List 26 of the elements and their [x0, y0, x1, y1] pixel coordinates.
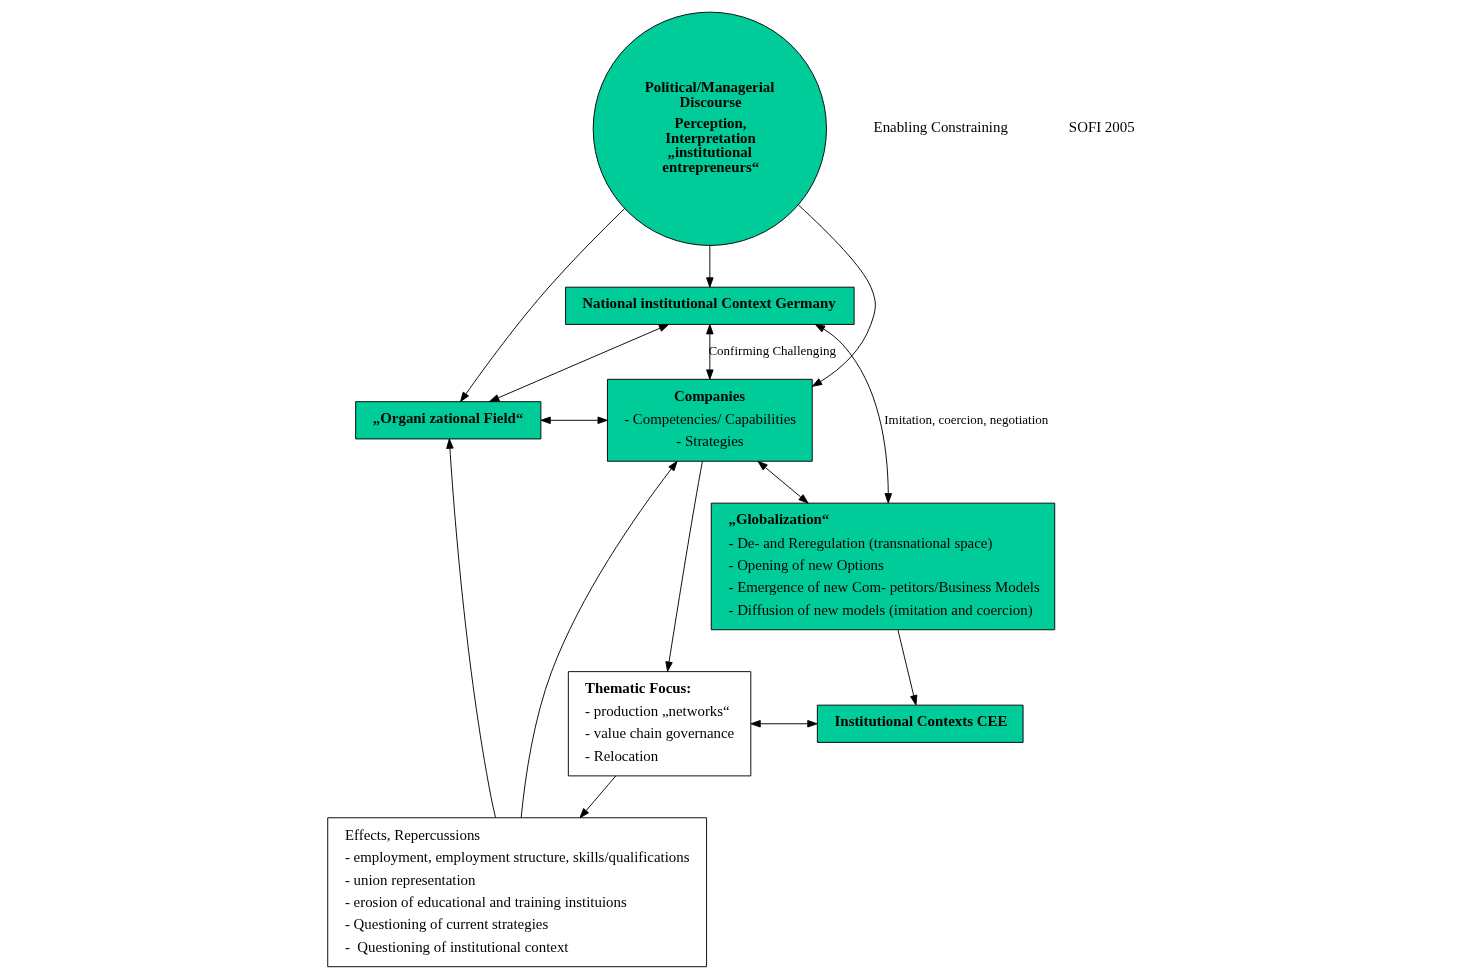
arrow — [797, 204, 876, 387]
node-box: Thematic Focus: - production „networks“ - value chain governance - Relocation — [567, 671, 751, 777]
arrow — [445, 438, 496, 819]
label: Enabling Constraining — [873, 119, 1008, 136]
node-box: Companies - Competencies/ Capabilities - Strategies — [606, 378, 813, 462]
edge-label: Imitation, coercion, negotiation — [883, 411, 1048, 427]
node-circle: Political/Managerial Discourse Perception, Interpretation „institutional entrepreneurs“ — [592, 11, 827, 246]
node-box: „Organi zational Field“ — [354, 401, 541, 440]
arrow — [705, 244, 714, 288]
arrow — [579, 775, 616, 819]
node-box: National institutional Context Germany — [564, 286, 855, 325]
arrow — [750, 720, 818, 728]
edge-label: Confirming Challenging — [707, 343, 836, 359]
arrow — [459, 207, 625, 403]
arrow — [520, 460, 677, 819]
node-box: „Globalization“ - De- and Reregulation (transnational space) - Opening of new Options - Emergence of new Com- petitors/Business Models - Diffusion of new models (imitation and coercion) — [710, 502, 1055, 631]
arrow — [757, 460, 809, 504]
arrow — [488, 324, 669, 403]
arrow — [897, 629, 917, 706]
arrow — [540, 416, 608, 425]
node-box: Institutional Contexts CEE — [816, 704, 1024, 743]
arrow — [664, 461, 703, 672]
label: SOFI 2005 — [1068, 119, 1135, 136]
arrow — [705, 324, 714, 380]
arrow — [814, 323, 892, 504]
node-box: Effects, Repercussions - employment, employment structure, skills/qualifications - union representation - erosion of educational and training instituions - Questioning of current strategies - Questioning of institutional context — [326, 817, 707, 968]
